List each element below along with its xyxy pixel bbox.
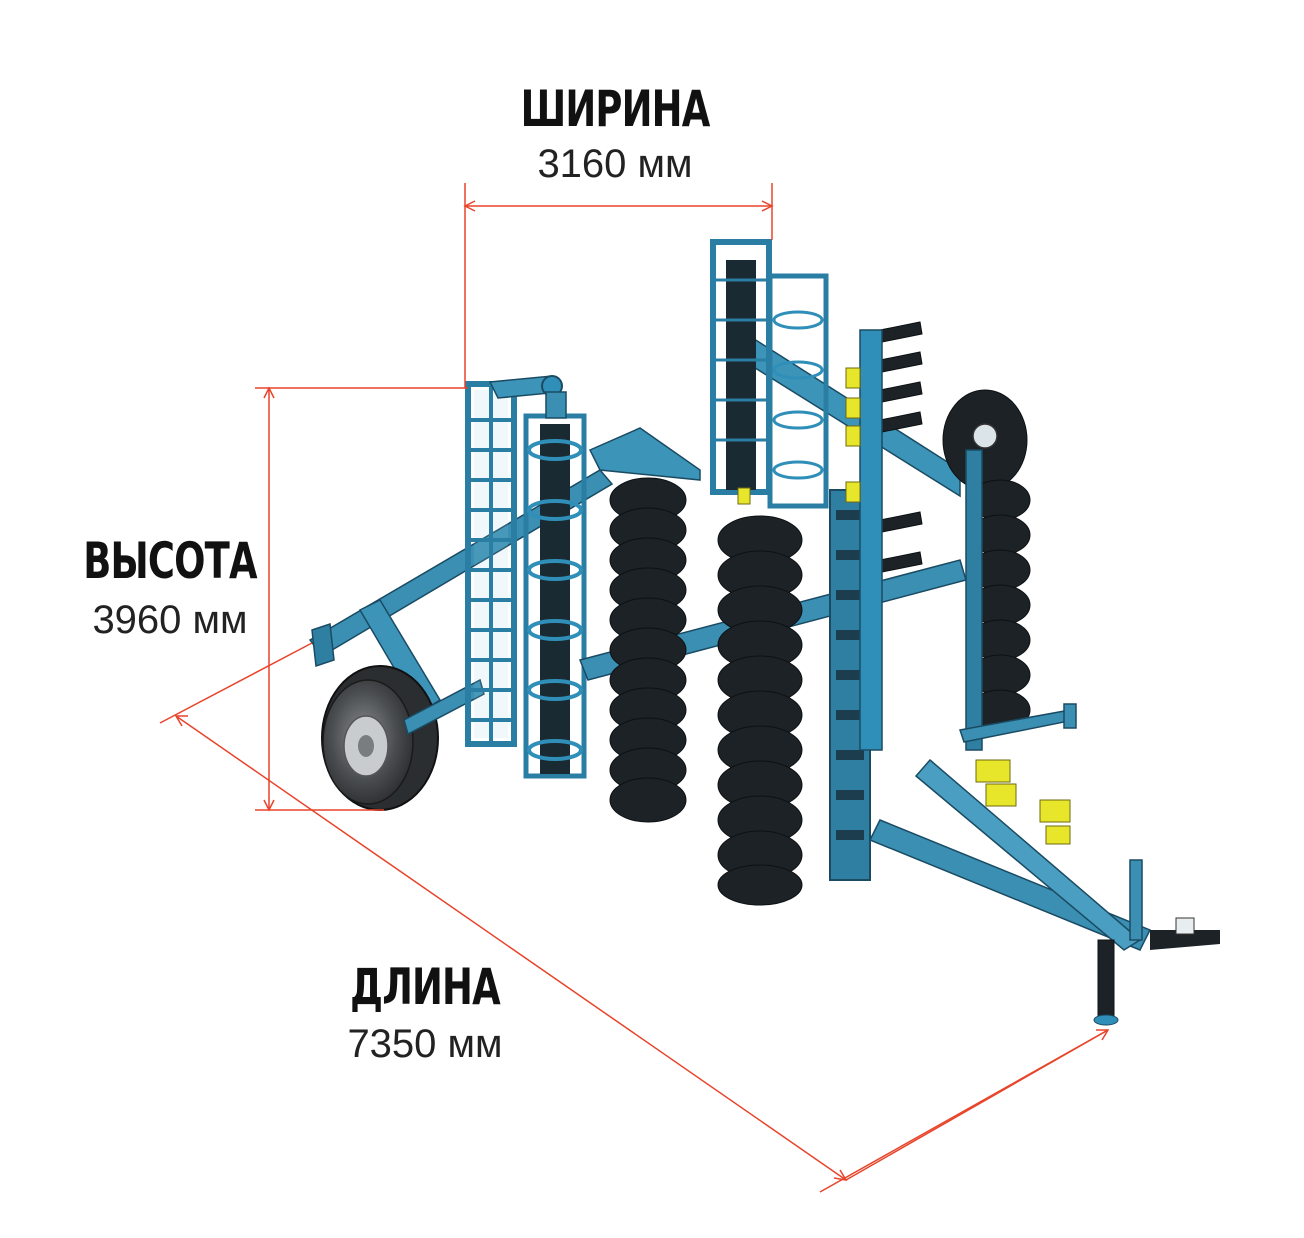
disc-gang-front xyxy=(717,515,803,906)
length-title: ДЛИНА xyxy=(350,958,500,1016)
cage-roller-right xyxy=(710,239,829,509)
bar-roller-left xyxy=(523,391,587,779)
disc-harrow-machine-illustration xyxy=(308,239,1220,1026)
disc-gang-rear xyxy=(609,477,687,823)
height-title: ВЫСОТА xyxy=(83,532,257,590)
spring-elements xyxy=(737,367,1071,845)
length-dimension-line xyxy=(159,642,1110,1193)
width-value: 3160 мм xyxy=(537,142,693,186)
length-value: 7350 мм xyxy=(347,1022,503,1066)
height-dimension-line xyxy=(255,386,468,812)
width-dimension-line xyxy=(463,183,774,388)
wheel xyxy=(321,665,485,811)
width-title: ШИРИНА xyxy=(520,80,711,138)
height-value: 3960 мм xyxy=(92,598,248,642)
